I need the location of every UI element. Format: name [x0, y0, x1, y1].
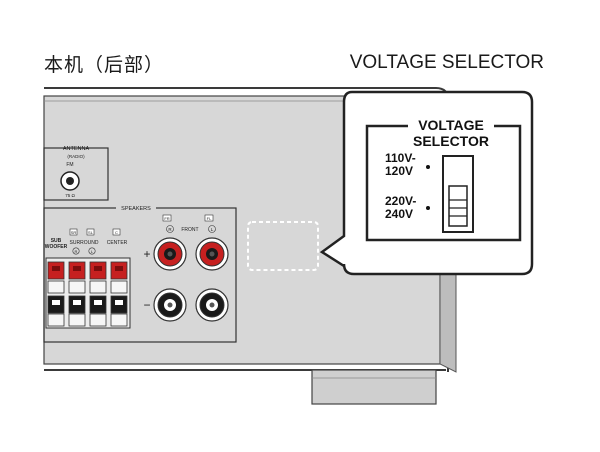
voltage-selector-switch[interactable]	[442, 155, 474, 233]
front-r-plus-post[interactable]	[153, 237, 187, 271]
voltage-selector-caption: VOLTAGE SELECTOR	[349, 52, 544, 73]
antenna-section: ANTENNA (RADIO) FM 75 Ω	[43, 146, 109, 201]
antenna-ohm: 75 Ω	[65, 193, 75, 198]
terminal-clips-red[interactable]	[47, 261, 128, 280]
terminal-clips-black[interactable]	[47, 295, 128, 314]
antenna-fm: FM	[66, 162, 73, 168]
front-label: FRONT	[181, 227, 198, 233]
front-l-minus-post[interactable]	[195, 288, 229, 322]
front-r-minus-post[interactable]	[153, 288, 187, 322]
selector-title-line2: SELECTOR	[413, 133, 489, 149]
sub-label-1: SUB	[51, 238, 62, 244]
front-ch-l: L	[211, 227, 214, 232]
center-label: CENTER	[107, 240, 128, 246]
selector-title-line1: VOLTAGE	[418, 117, 484, 133]
tag-sl: SL	[88, 230, 94, 235]
minus-sign: −	[143, 298, 150, 312]
front-l-plus-post[interactable]	[195, 237, 229, 271]
antenna-sub: (RADIO)	[67, 154, 85, 159]
tag-fl: FL	[207, 216, 212, 221]
unit-rear-caption: 本机（后部）	[44, 54, 165, 76]
voltage-option-1-line1: 110V-	[385, 151, 416, 165]
voltage-option-2-line2: 240V	[385, 207, 413, 221]
surround-label: SURROUND	[70, 240, 99, 246]
tag-sr: SR	[71, 230, 77, 235]
selector-location-marker	[247, 221, 319, 271]
voltage-option-1-line2: 120V	[385, 164, 413, 178]
speakers-title: SPEAKERS	[121, 206, 151, 212]
speakers-section: SPEAKERS SUB WOOFER SR SL C SURROUND CEN…	[43, 205, 237, 343]
voltage-selector-callout: VOLTAGE SELECTOR 110V- 120V 220V- 240V	[319, 90, 534, 276]
surround-ch-l: L	[91, 249, 94, 254]
front-ch-r: R	[168, 227, 172, 232]
antenna-title: ANTENNA	[63, 146, 90, 152]
tag-c: C	[115, 230, 118, 235]
sub-label-2: WOOFER	[45, 244, 68, 250]
tag-fr: FR	[164, 216, 169, 221]
surround-ch-r: R	[75, 249, 78, 254]
voltage-option-2-line1: 220V-	[385, 194, 416, 208]
plus-sign: +	[143, 247, 150, 261]
